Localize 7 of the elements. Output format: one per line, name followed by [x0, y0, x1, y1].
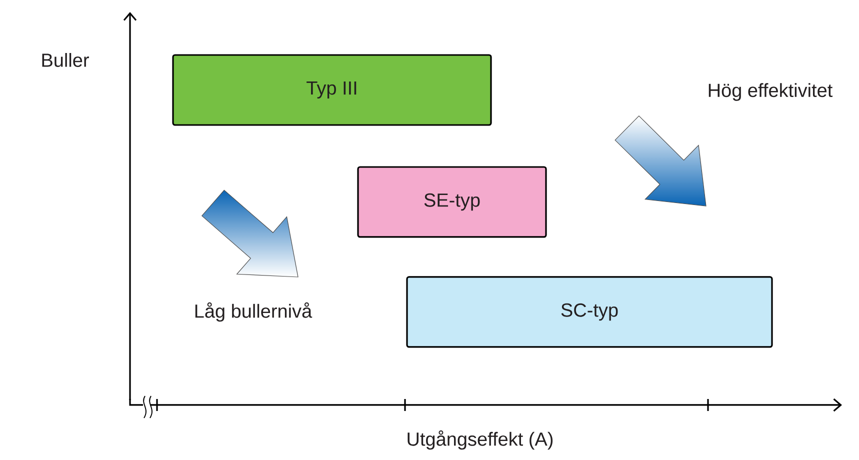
category-box: Typ III — [172, 54, 492, 126]
axis-label: Utgångseffekt (A) — [408, 430, 553, 450]
annotation-text: Låg bullernivå — [195, 302, 312, 322]
axis-label: Buller — [42, 53, 89, 67]
annotation-text: Hög effektivitet — [708, 83, 833, 101]
category-box: SC-typ — [406, 276, 773, 348]
category-box: SE-typ — [357, 166, 547, 238]
